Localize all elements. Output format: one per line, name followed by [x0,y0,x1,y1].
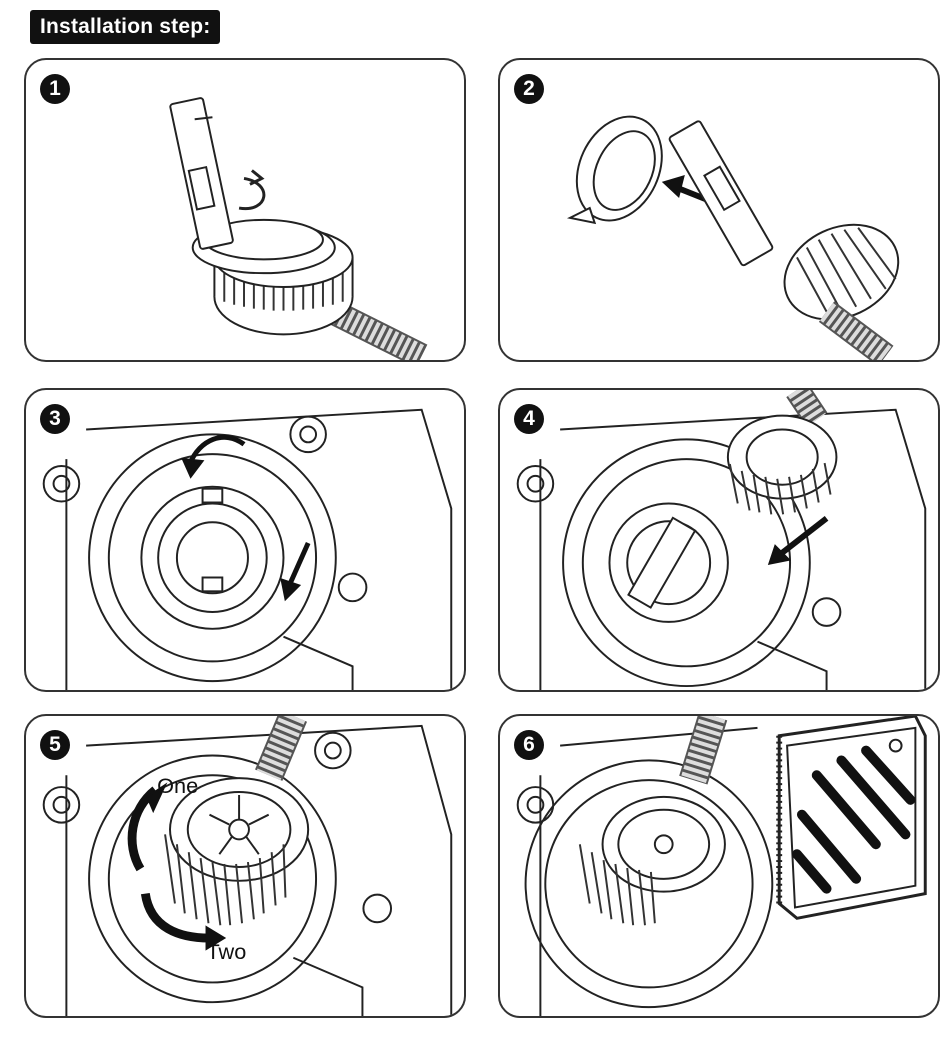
driver-box-icon [516,716,927,1016]
headlight-bulb-icon [169,97,428,360]
step-number-4: 4 [514,404,544,434]
step-panel-6: 6 [498,714,940,1018]
step-panel-2: 2 [498,58,940,362]
step-panel-1: 1 [24,58,466,362]
insert-arrow-icon [516,390,927,690]
headlight-housing-icon [42,408,453,690]
one-label: One [157,773,198,798]
two-label: Two [207,939,247,964]
step-panel-4: 4 [498,388,940,692]
page-title: Installation step: [30,10,221,44]
step-panel-5: 5 [24,714,466,1018]
bulb-adapter-icon [566,115,900,360]
step-number-5: 5 [40,730,70,760]
step-number-1: 1 [40,74,70,104]
step-number-2: 2 [514,74,544,104]
rotation-arrow-icon: One Two [42,716,453,1016]
step-panel-3: 3 [24,388,466,692]
step-number-6: 6 [514,730,544,760]
step-number-3: 3 [40,404,70,434]
